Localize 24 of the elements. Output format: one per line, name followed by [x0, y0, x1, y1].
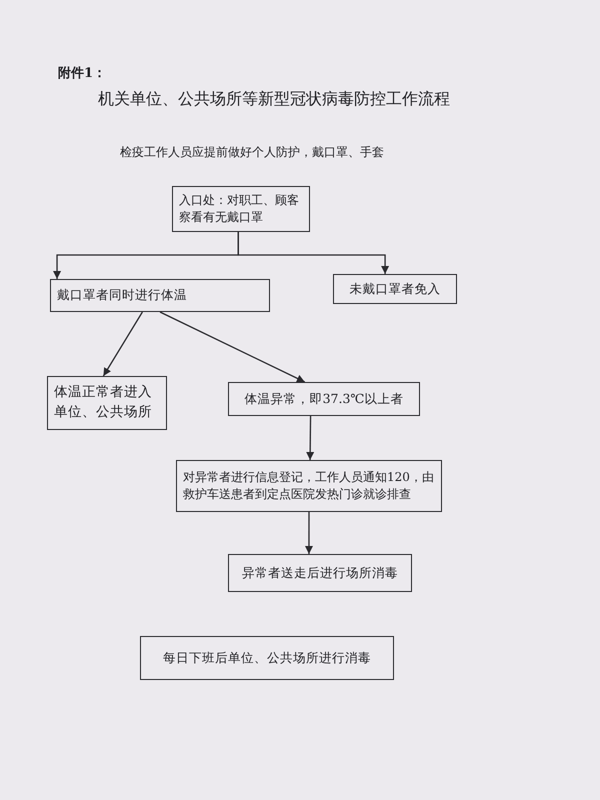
node-text: 未戴口罩者免入 [348, 280, 442, 298]
diagram-title: 机关单位、公共场所等新型冠状病毒防控工作流程 [98, 89, 450, 110]
attachment-label: 附件1： [58, 65, 106, 82]
node-text: 戴口罩者同时进行体温 [57, 286, 188, 304]
node-text: 对异常者进行信息登记，工作人员通知120，由救护车送患者到定点医院发热门诊就诊排查 [183, 468, 435, 503]
arrow [160, 311, 306, 383]
node-text: 异常者送走后进行场所消毒 [241, 564, 399, 582]
arrow [306, 416, 314, 460]
process-box [172, 186, 310, 232]
node-text: 体温正常者进入单位、公共场所 [54, 383, 153, 422]
node-text: 体温异常，即37.3℃以上者 [244, 390, 404, 408]
process-box [228, 382, 420, 416]
note-box [140, 636, 394, 680]
process-box [176, 460, 442, 512]
instruction-note: 检疫工作人员应提前做好个人防护，戴口罩、手套 [120, 144, 384, 161]
node-text: 入口处：对职工、顾客察看有无戴口罩 [179, 192, 300, 226]
process-box [50, 279, 270, 312]
arrow [102, 312, 143, 376]
process-box [333, 274, 457, 304]
arrow [304, 512, 313, 554]
node-text: 每日下班后单位、公共场所进行消毒 [162, 648, 372, 667]
process-box [47, 376, 167, 430]
process-box [228, 554, 412, 592]
arrow [238, 232, 390, 274]
